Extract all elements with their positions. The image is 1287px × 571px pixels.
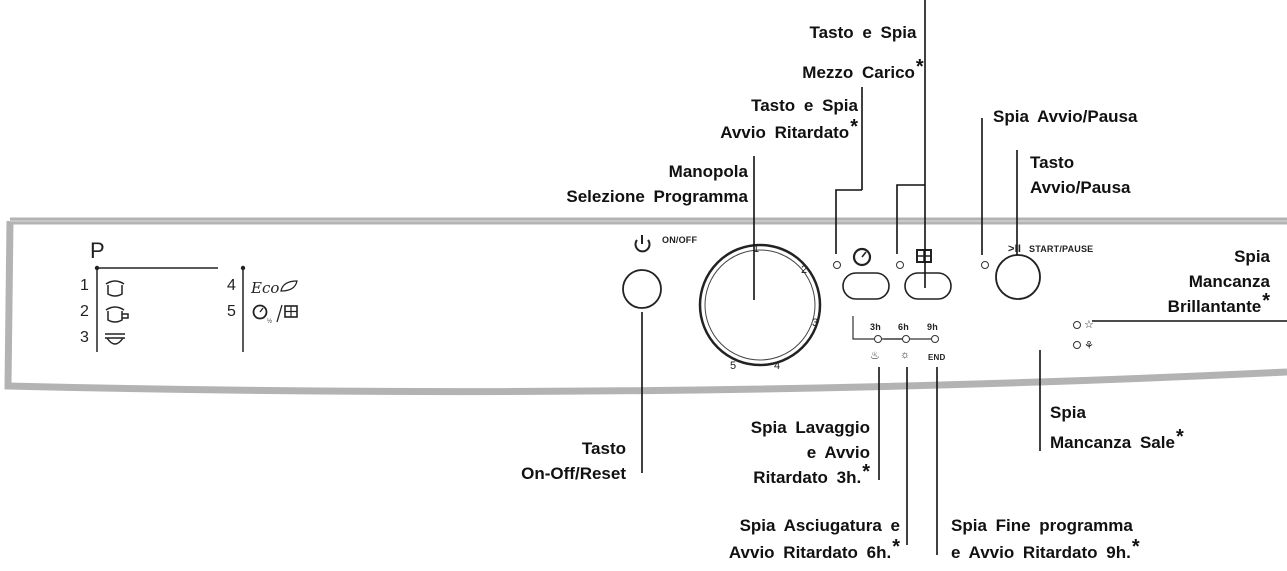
eco-icon: Eco [251,279,280,297]
callout-mezzo-carico: Tasto e Spia Mezzo Carico* [802,23,924,82]
callout-tasto-onoff: Tasto On-Off/Reset [521,439,626,483]
dial-mark-5: 5 [730,360,737,372]
salt-icon: ⚘ [1084,340,1094,352]
rinse-aid-icon: ☆ [1084,319,1094,331]
svg-text:½: ½ [267,318,272,324]
onoff-button-shape [622,269,662,309]
program-5-number: 5 [227,303,236,320]
program-dial-shape [698,243,822,367]
callout-spia-avvio-pausa: Spia Avvio/Pausa [993,107,1138,126]
callout-manopola: Manopola Selezione Programma [566,162,748,206]
eco-leaf-icon [280,280,298,292]
program-1-number: 1 [80,277,89,294]
callout-avvio-ritardato: Tasto e Spia Avvio Ritardato* [720,96,858,142]
pan-icon [105,306,129,323]
dial-mark-1: 1 [753,243,760,255]
callout-spia-lavaggio: Spia Lavaggio e Avvio Ritardato 3h.* [750,418,870,487]
onoff-label: ON/OFF [662,235,698,245]
timer-halfload-icon: ½ [252,304,298,324]
dial-mark-3: 3 [812,317,819,329]
delay-6h-label: 6h [898,322,909,332]
delay-3h-label: 3h [870,322,881,332]
program-3-number: 3 [80,329,89,346]
bowl-icon [105,333,125,345]
program-4-number: 4 [227,277,236,294]
pot-icon [105,280,125,297]
wash-icon: ♨ [870,350,880,362]
startpause-label: START/PAUSE [1029,244,1094,254]
startpause-button-shape [995,254,1041,300]
program-header: P [90,238,105,263]
program-icons-left [105,280,129,345]
callout-spia-asciugatura: Spia Asciugatura e Avvio Ritardato 6h.* [728,516,900,562]
program-2-number: 2 [80,303,89,320]
callout-spia-fine: Spia Fine programma e Avvio Ritardato 9h… [951,516,1140,562]
sun-icon: ☼ [900,349,911,361]
dial-mark-2: 2 [801,264,808,276]
callout-spia-sale: Spia Mancanza Sale* [1050,403,1184,452]
callout-spia-brillantante: Spia Mancanza Brillantante* [1167,247,1270,316]
end-label: END [928,353,946,362]
dial-mark-4: 4 [774,360,781,372]
callout-tasto-avvio-pausa: Tasto Avvio/Pausa [1030,153,1131,197]
startpause-symbol: >II [1008,243,1022,255]
delay-9h-label: 9h [927,322,938,332]
